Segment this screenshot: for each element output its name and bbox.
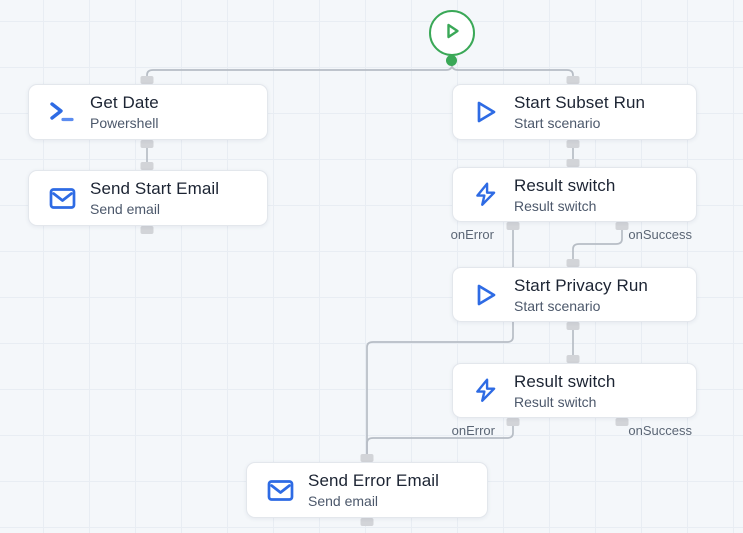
node-subtitle: Result switch [514, 197, 597, 214]
node-text: Start Privacy Run Start scenario [514, 275, 648, 315]
node-title: Send Error Email [308, 471, 440, 490]
bolt-icon [472, 378, 500, 404]
node-text: Result switch Result switch [514, 371, 615, 411]
edge-label-rs1-on-error: onError [450, 227, 494, 242]
connector-rs2-in[interactable] [566, 355, 580, 363]
connector-send-start-out[interactable] [140, 226, 154, 234]
connector-rs2-out-error[interactable] [506, 418, 520, 426]
play-icon [472, 99, 500, 125]
start-node-output-dot[interactable] [446, 55, 457, 66]
node-title: Get Date [90, 93, 159, 112]
edge-start-to-get-date[interactable] [146, 58, 453, 84]
node-title: Start Subset Run [514, 93, 646, 112]
play-icon [472, 282, 500, 308]
connector-get-date-in[interactable] [140, 76, 154, 84]
play-circle-icon [440, 19, 464, 48]
node-start-privacy-run[interactable]: Start Privacy Run Start scenario [452, 267, 697, 322]
node-send-error-email[interactable]: Send Error Email Send email [246, 462, 488, 518]
node-subtitle: Result switch [514, 393, 597, 410]
node-result-switch-2[interactable]: Result switch Result switch [452, 363, 697, 418]
edge-label-rs2-on-error: onError [451, 423, 495, 438]
connector-subset-run-in[interactable] [566, 76, 580, 84]
edge-label-rs2-on-success: onSuccess [628, 423, 692, 438]
node-send-start-email[interactable]: Send Start Email Send email [28, 170, 268, 226]
connector-privacy-out[interactable] [566, 322, 580, 330]
node-text: Send Start Email Send email [90, 178, 219, 218]
node-title: Start Privacy Run [514, 275, 648, 295]
connector-rs1-out-error[interactable] [506, 222, 520, 230]
node-subtitle: Send email [308, 493, 379, 509]
connector-get-date-out[interactable] [140, 140, 154, 148]
node-text: Start Subset Run Start scenario [514, 92, 645, 132]
node-text: Result switch Result switch [514, 175, 615, 215]
edge-label-rs1-on-success: onSuccess [628, 227, 692, 242]
node-text: Send Error Email Send email [308, 470, 439, 510]
node-title: Result switch [514, 175, 616, 195]
edge-rs1-error-to-send-error[interactable] [366, 222, 514, 462]
connector-send-error-out[interactable] [360, 518, 374, 526]
node-title: Send Start Email [90, 179, 220, 198]
connector-rs1-in[interactable] [566, 159, 580, 167]
bolt-icon [472, 182, 500, 208]
connector-privacy-in[interactable] [566, 259, 580, 267]
node-title: Result switch [514, 371, 616, 391]
edge-rs1-success-to-privacy[interactable] [572, 222, 623, 267]
node-text: Get Date Powershell [90, 92, 159, 132]
mail-icon [48, 185, 76, 211]
connector-subset-run-out[interactable] [566, 140, 580, 148]
node-start-subset-run[interactable]: Start Subset Run Start scenario [452, 84, 697, 140]
connector-rs2-out-success[interactable] [615, 418, 629, 426]
node-get-date[interactable]: Get Date Powershell [28, 84, 268, 140]
mail-icon [266, 477, 294, 503]
node-subtitle: Send email [90, 201, 161, 217]
edge-start-to-subset-run[interactable] [451, 58, 574, 84]
node-result-switch-1[interactable]: Result switch Result switch [452, 167, 697, 222]
start-node[interactable] [429, 10, 475, 56]
edge-rs2-error-to-send-error[interactable] [366, 418, 514, 462]
node-subtitle: Powershell [90, 115, 159, 131]
node-subtitle: Start scenario [514, 115, 601, 131]
node-subtitle: Start scenario [514, 297, 601, 314]
connector-send-start-in[interactable] [140, 162, 154, 170]
powershell-icon [48, 99, 76, 125]
connector-send-error-in[interactable] [360, 454, 374, 462]
connector-rs1-out-success[interactable] [615, 222, 629, 230]
